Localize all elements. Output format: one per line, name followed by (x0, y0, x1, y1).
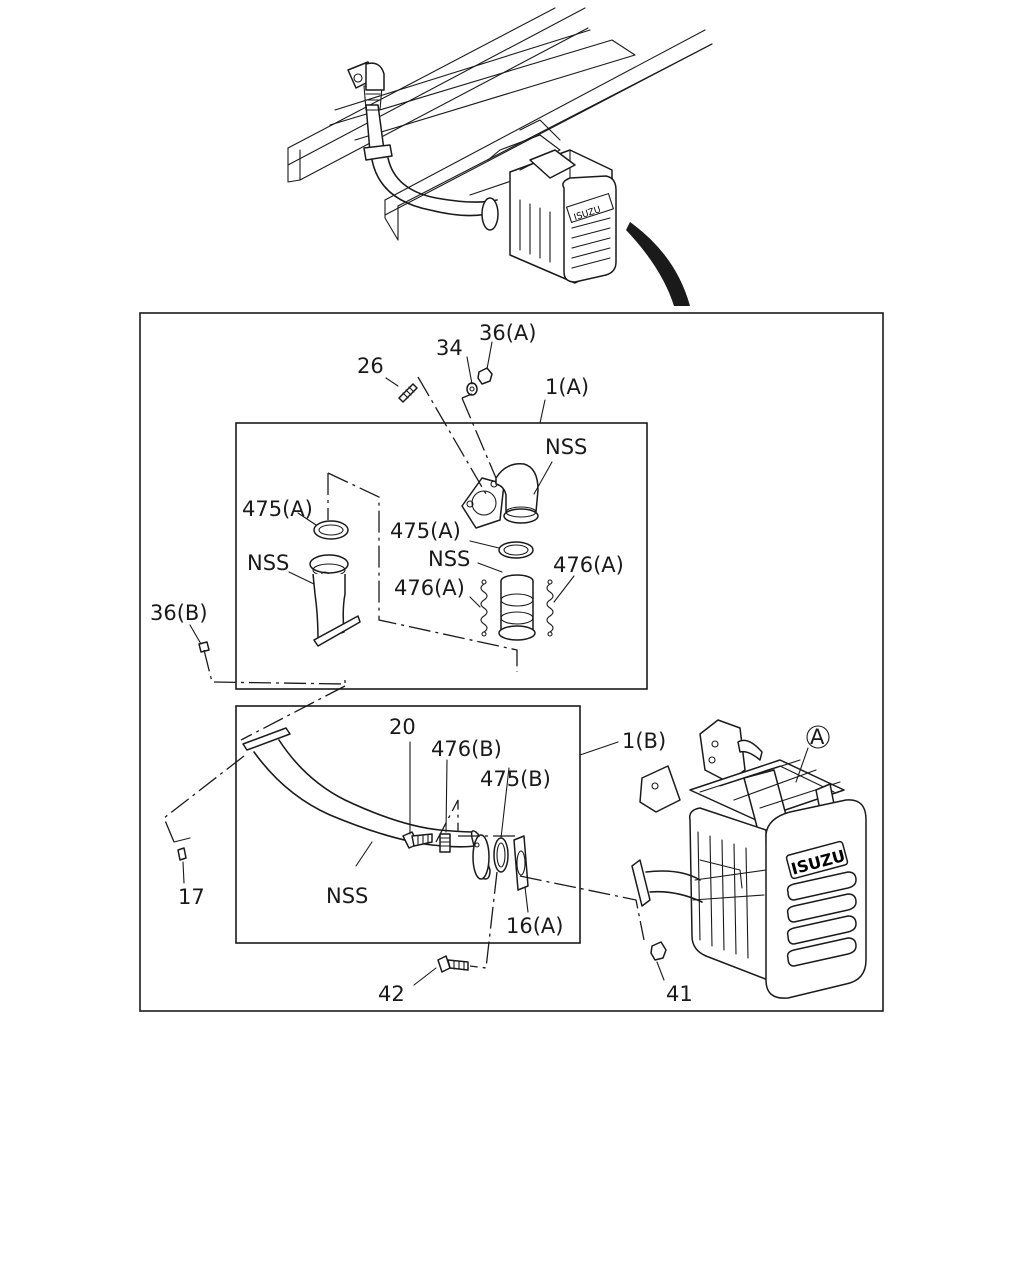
label-part-476a-left: 476(A) (394, 576, 465, 600)
bolt-part-42 (437, 955, 469, 973)
spring-part-476a-right (546, 579, 554, 637)
bolt-part-17 (173, 837, 191, 861)
nut-part-36b (198, 641, 210, 653)
subassembly-box-1b (235, 705, 581, 944)
washer-part-34 (466, 382, 478, 396)
flex-pipe-part (309, 554, 361, 647)
label-part-475a-left: 475(A) (242, 497, 313, 521)
label-part-20: 20 (389, 715, 416, 739)
label-nss-flex: NSS (247, 551, 289, 575)
exhaust-elbow-part (461, 463, 539, 529)
spring-part-476a-left (480, 579, 488, 637)
label-part-475a-right: 475(A) (390, 519, 461, 543)
detail-frame (139, 312, 884, 1012)
spring-part-476b (439, 833, 451, 853)
gasket-inner-left (318, 524, 344, 536)
subassembly-box-1a (235, 422, 648, 690)
label-part-36a: 36(A) (479, 321, 536, 345)
label-part-26: 26 (357, 354, 384, 378)
bolt-part-20 (402, 831, 433, 849)
overview-exhaust-pipe (347, 61, 499, 231)
overview-frame-assembly (287, 7, 713, 241)
label-nss-bellows: NSS (428, 547, 470, 571)
gasket-b-inner (496, 842, 506, 868)
label-part-42: 42 (378, 982, 405, 1006)
bellows-joint-part (498, 574, 536, 641)
label-part-476b: 476(B) (431, 737, 502, 761)
label-part-475b: 475(B) (480, 767, 551, 791)
label-part-36b: 36(B) (150, 601, 208, 625)
gasket-part-475a-left (313, 520, 349, 540)
label-circle-a: A (810, 725, 825, 749)
nut-part-41 (650, 941, 667, 961)
muffler-assembly: ISUZU (631, 719, 867, 999)
flange-part-16a (513, 835, 529, 891)
label-nss-pipe: NSS (326, 884, 368, 908)
label-part-476a-right: 476(A) (553, 553, 624, 577)
part-labels: 26 34 36(A) 1(A) NSS 475(A) 475(A) NSS N… (150, 321, 825, 1006)
nut-part-36a (477, 367, 493, 385)
label-nss-elbow: NSS (545, 435, 587, 459)
overview-muffler: ISUZU (487, 119, 617, 284)
label-part-17: 17 (178, 885, 205, 909)
label-part-1a: 1(A) (545, 375, 589, 399)
overview-pointer-arrow (626, 222, 690, 306)
front-pipe-part (242, 727, 491, 880)
leader-lines (163, 341, 830, 986)
washer-hole (469, 386, 475, 392)
label-part-1b: 1(B) (622, 729, 666, 753)
label-part-16a: 16(A) (506, 914, 563, 938)
gasket-inner (503, 544, 529, 556)
stud-part-26 (398, 383, 418, 403)
label-part-41: 41 (666, 982, 693, 1006)
label-part-34: 34 (436, 336, 463, 360)
